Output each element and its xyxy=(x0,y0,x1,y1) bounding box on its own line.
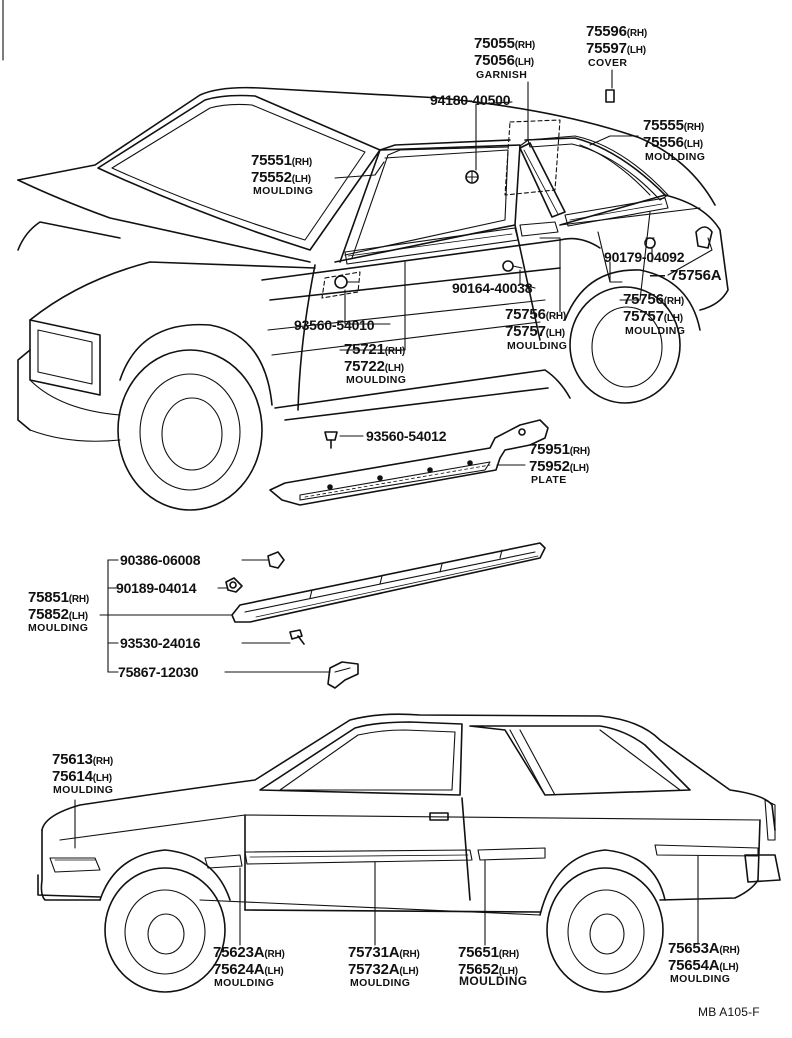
scuff-plate-illustration xyxy=(269,419,549,506)
moulding-75551-lh: 75552(LH) xyxy=(251,169,311,186)
moulding-75651-lh: 75652(LH) xyxy=(458,961,518,978)
moulding-75731a-rh: 75731A(RH) xyxy=(348,944,420,961)
moulding-75721-lh: 75722(LH) xyxy=(344,358,404,375)
plate-75951-lh: 75952(LH) xyxy=(529,458,589,475)
cover-lh-part-number: 75597(LH) xyxy=(586,40,646,57)
moulding-75555-lh: 75556(LH) xyxy=(643,134,703,151)
moulding-75653a-rh: 75653A(RH) xyxy=(668,940,740,957)
moulding-75731a-name: MOULDING xyxy=(350,977,411,989)
clip-90179-part-number: 90179-04092 xyxy=(604,249,685,265)
part-75756a-number: 75756A xyxy=(670,267,722,284)
screw-93560-54010-number: 93560-54010 xyxy=(294,317,375,333)
garnish-rh-part-number: 75055(RH) xyxy=(474,35,536,52)
cover-rh-part-number: 75596(RH) xyxy=(586,23,648,40)
part-75756a-dash: — xyxy=(650,267,665,284)
cover-name: COVER xyxy=(588,57,628,69)
moulding-75623a-lh: 75624A(LH) xyxy=(213,961,284,978)
plate-75951-name: PLATE xyxy=(531,474,567,486)
top-car-illustration xyxy=(17,86,729,511)
moulding-75721-name: MOULDING xyxy=(346,374,407,386)
figure-reference: MB A105-F xyxy=(698,1005,760,1019)
moulding-75613-name: MOULDING xyxy=(53,784,114,796)
moulding-75555-name: MOULDING xyxy=(645,151,706,163)
clip-90189-number: 90189-04014 xyxy=(116,580,197,596)
moulding-75653a-name: MOULDING xyxy=(670,973,731,985)
moulding-75756-rear-rh: 75756(RH) xyxy=(623,291,685,308)
garnish-name: GARNISH xyxy=(476,69,528,81)
moulding-75613-lh: 75614(LH) xyxy=(52,768,112,785)
bracket-75867-number: 75867-12030 xyxy=(118,664,199,680)
garnish-lh-part-number: 75056(LH) xyxy=(474,52,534,69)
moulding-75623a-rh: 75623A(RH) xyxy=(213,944,285,961)
moulding-75756-door-lh: 75757(LH) xyxy=(505,323,565,340)
moulding-75651-rh: 75651(RH) xyxy=(458,944,520,961)
moulding-75756-door-name: MOULDING xyxy=(507,340,568,352)
moulding-75756-door-rh: 75756(RH) xyxy=(505,306,567,323)
moulding-75756-rear-lh: 75757(LH) xyxy=(623,308,683,325)
moulding-75721-rh: 75721(RH) xyxy=(344,341,406,358)
rocker-moulding-illustration xyxy=(99,542,546,689)
bottom-car-illustration xyxy=(37,713,781,993)
screw-93530-number: 93530-24016 xyxy=(120,635,201,651)
plate-75951-rh: 75951(RH) xyxy=(529,441,591,458)
moulding-75653a-lh: 75654A(LH) xyxy=(668,957,739,974)
moulding-75851-rh: 75851(RH) xyxy=(28,589,90,606)
clip-90164-part-number: 90164-40038 xyxy=(452,280,533,296)
nut-90386-number: 90386-06008 xyxy=(120,552,201,568)
clip-94180-part-number: 94180-40500 xyxy=(430,92,511,108)
screw-93560-54012-number: 93560-54012 xyxy=(366,428,447,444)
top-leader-lines xyxy=(334,69,713,351)
moulding-75613-rh: 75613(RH) xyxy=(52,751,114,768)
moulding-75551-name: MOULDING xyxy=(253,185,314,197)
moulding-75651-name: MOULDING xyxy=(459,974,528,988)
moulding-75555-rh: 75555(RH) xyxy=(643,117,705,134)
moulding-75851-name: MOULDING xyxy=(28,622,89,634)
moulding-75551-rh: 75551(RH) xyxy=(251,152,313,169)
moulding-75851-lh: 75852(LH) xyxy=(28,606,88,623)
moulding-75623a-name: MOULDING xyxy=(214,977,275,989)
moulding-75756-rear-name: MOULDING xyxy=(625,325,686,337)
moulding-75731a-lh: 75732A(LH) xyxy=(348,961,419,978)
